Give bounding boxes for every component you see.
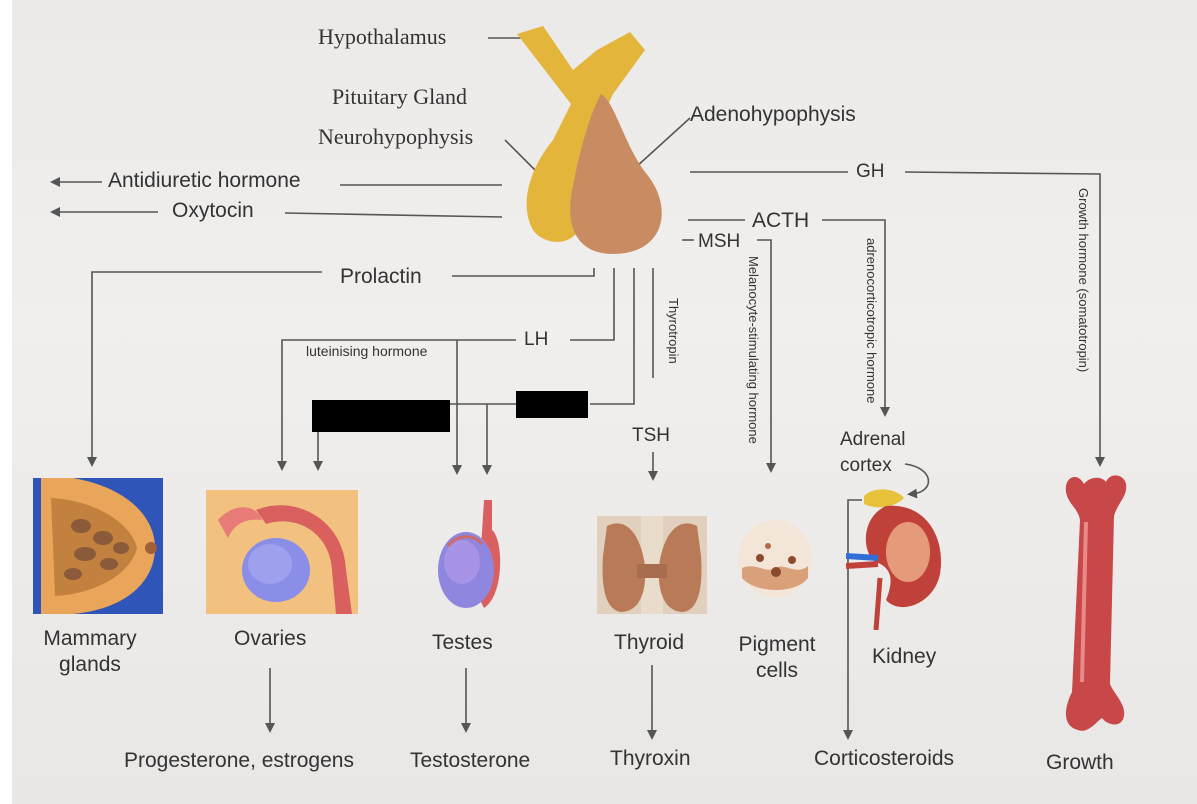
bone-output-label: Growth [1046, 751, 1114, 774]
gh-full-label: Growth hormone (somatotropin) [1076, 188, 1091, 373]
pituitary-label: Pituitary Gland [332, 84, 468, 109]
pituitary-gland-illustration [517, 26, 662, 254]
mammary-label-line2: glands [59, 653, 121, 676]
lh-full-label: luteinising hormone [306, 343, 428, 359]
msh-full-label: Melanocyte-stimulating hormone [746, 256, 761, 444]
adh-label: Antidiuretic hormone [108, 169, 301, 192]
fsh-line-a [590, 268, 635, 405]
mammary-gland-image [33, 478, 163, 614]
thyroid-output-label: Thyroxin [610, 747, 691, 770]
ovaries-output-label: Progesterone, estrogens [124, 749, 354, 772]
acth-line-b [822, 219, 890, 417]
kidney-label: Kidney [872, 645, 937, 668]
photo-left-margin [0, 0, 12, 804]
prolactin-line-b [87, 271, 322, 467]
pigment-label-line2: cells [755, 659, 798, 682]
adrenal-label-line2: cortex [840, 455, 892, 476]
tsh-label: TSH [632, 425, 670, 446]
adrenal-label-line1: Adrenal [840, 429, 906, 450]
thyroid-image [597, 516, 707, 614]
neurohypophysis-pointer [504, 139, 541, 176]
redaction-box [516, 391, 588, 418]
adenohypophysis-pointer [634, 117, 691, 169]
gh-line-b [904, 171, 1105, 467]
mammary-label-line1: Mammary [43, 627, 137, 650]
hypothalamus-label: Hypothalamus [318, 24, 447, 49]
msh-line [757, 239, 776, 473]
prolactin-line-a [452, 268, 595, 277]
testis-image [438, 500, 501, 608]
testes-output-label: Testosterone [410, 749, 531, 772]
oxytocin-line [284, 212, 503, 218]
msh-label: MSH [698, 231, 741, 252]
oxytocin-label: Oxytocin [172, 199, 254, 222]
neurohypophysis-label: Neurohypophysis [318, 124, 474, 149]
corticosteroid-arrow [843, 499, 862, 740]
pigment-label-line1: Pigment [738, 633, 816, 656]
adrenal-output-label: Corticosteroids [814, 747, 955, 770]
testes-label: Testes [432, 631, 493, 654]
ovaries-label: Ovaries [234, 627, 307, 650]
bone-image [1065, 475, 1127, 731]
lh-line-a [570, 268, 615, 341]
prolactin-label: Prolactin [340, 265, 422, 288]
kidney-image [846, 489, 942, 630]
adenohypophysis-label: Adenohypophysis [690, 103, 856, 126]
acth-full-label: adrenocorticotropic hormone [864, 238, 879, 404]
lh-line-b [277, 339, 516, 471]
thyroid-label: Thyroid [614, 631, 685, 654]
redaction-box [312, 400, 450, 432]
acth-label: ACTH [752, 209, 810, 232]
lh-label: LH [524, 329, 549, 350]
gh-label: GH [856, 161, 885, 182]
ovary-image [206, 490, 358, 614]
thyrotropin-label: Thyrotropin [666, 298, 681, 364]
pigment-cells-image [738, 520, 812, 598]
adrenal-curl [904, 463, 930, 499]
